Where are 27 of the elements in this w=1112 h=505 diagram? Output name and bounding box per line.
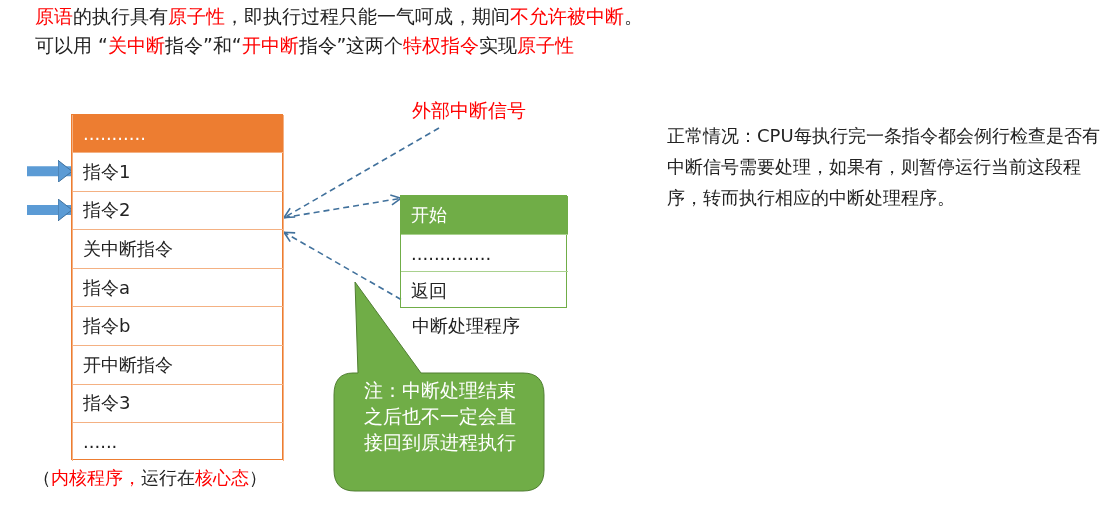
signal-label: 外部中断信号 [412, 98, 562, 128]
instruction-row: 返回 [401, 271, 568, 309]
instruction-row: 指令3 [72, 383, 284, 423]
instruction-row: 指令a [72, 267, 284, 307]
program-box [71, 114, 283, 460]
note-text: 可以用 “关中断指令”和“开中断指令”这两个特权指令实现原子性 [35, 33, 576, 58]
dashed-arrow [283, 231, 402, 301]
instruction-row: 关中断指令 [72, 229, 284, 268]
title-text: 原语的执行具有原子性，即执行过程只能一气呵成，期间不允许被中断。 [35, 4, 644, 29]
header-row: ........... [72, 115, 284, 152]
instruction-row: 指令b [72, 306, 284, 345]
header-row: 开始 [401, 196, 568, 234]
caption-text: （内核程序，运行在核心态） [33, 466, 267, 490]
note-text: 注：中断处理结束之后也不一定会直接回到原进程执行 [363, 378, 517, 455]
program-box [400, 195, 567, 308]
dashed-arrow [283, 194, 402, 219]
description-text: 正常情况：CPU每执行完一条指令都会例行检查是否有中断信号需要处理，如果有，则暂停运行当前这段程序，转而执行相应的中断处理程序。 [667, 124, 1101, 210]
instruction-row: 指令1 [72, 152, 284, 191]
callout-bubble [333, 280, 545, 492]
instruction-row: .............. [401, 234, 568, 271]
caption-text: 中断处理程序 [412, 314, 520, 338]
instruction-row: ...... [72, 422, 284, 461]
instruction-row: 开中断指令 [72, 345, 284, 384]
instruction-row: 指令2 [72, 190, 284, 230]
block-arrow [27, 198, 73, 222]
block-arrow [27, 159, 73, 183]
dashed-arrow [283, 127, 440, 219]
